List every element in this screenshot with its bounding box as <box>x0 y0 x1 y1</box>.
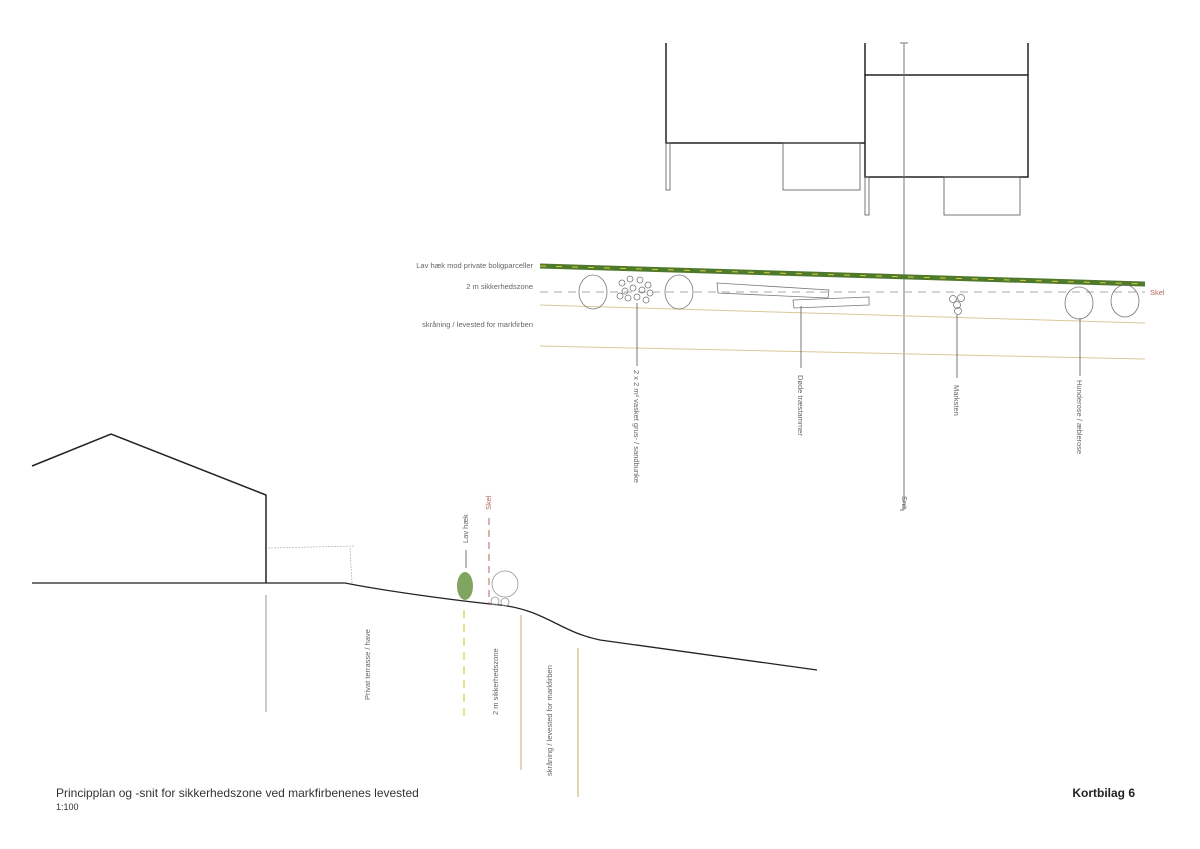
rose-bush-icon <box>490 570 519 607</box>
shrub-icon <box>664 274 694 310</box>
building-right <box>864 74 1029 178</box>
callout-section: Snit <box>900 496 909 510</box>
hedge-plant-icon <box>457 572 473 600</box>
slope-edge-bottom <box>539 345 1146 360</box>
buildings <box>665 43 1029 216</box>
annex-right <box>943 176 1021 216</box>
callout-logs: Døde træstammer <box>796 375 805 436</box>
section-label-hedge: Lav hæk <box>461 514 470 543</box>
hedge-band <box>539 263 1146 287</box>
label-slope: skråning / levested for markfirben <box>422 320 533 329</box>
slope-edge-top <box>539 304 1146 324</box>
terrain-profile <box>32 582 818 671</box>
section-label-slope: skråning / levested for markfirben <box>545 665 554 776</box>
sheet-label: Kortbilag 6 <box>1072 786 1135 800</box>
label-hedge: Lav hæk mod private boligparceller <box>416 261 533 270</box>
label-safety-zone: 2 m sikkerhedszone <box>466 282 533 291</box>
rose-shrub-icon <box>1110 284 1140 318</box>
section-label-terrace: Privat terrasse / have <box>363 629 372 700</box>
log-icon <box>792 296 870 309</box>
callout-roses: Hunderose / æblerose <box>1075 380 1084 454</box>
callout-gravel: 2 x 2 m² vasket grus- / sandbunke <box>632 370 641 483</box>
log-icon <box>716 282 830 299</box>
shrub-icon <box>578 274 608 310</box>
pergola <box>267 545 356 584</box>
callout-stones: Marksten <box>952 385 961 416</box>
house-section <box>31 433 267 583</box>
rose-shrub-icon <box>1064 286 1094 320</box>
building-left <box>665 43 865 144</box>
section-label-zone: 2 m sikkerhedszone <box>491 648 500 715</box>
stones-icon <box>949 294 965 315</box>
label-skel-plan: Skel <box>1150 288 1165 297</box>
gravel-pile-icon <box>616 275 654 304</box>
section-label-skel: Skel <box>484 495 493 510</box>
annex-left <box>782 142 861 191</box>
drawing-scale: 1:100 <box>56 802 79 812</box>
drawing-title: Principplan og -snit for sikkerhedszone … <box>56 786 419 800</box>
